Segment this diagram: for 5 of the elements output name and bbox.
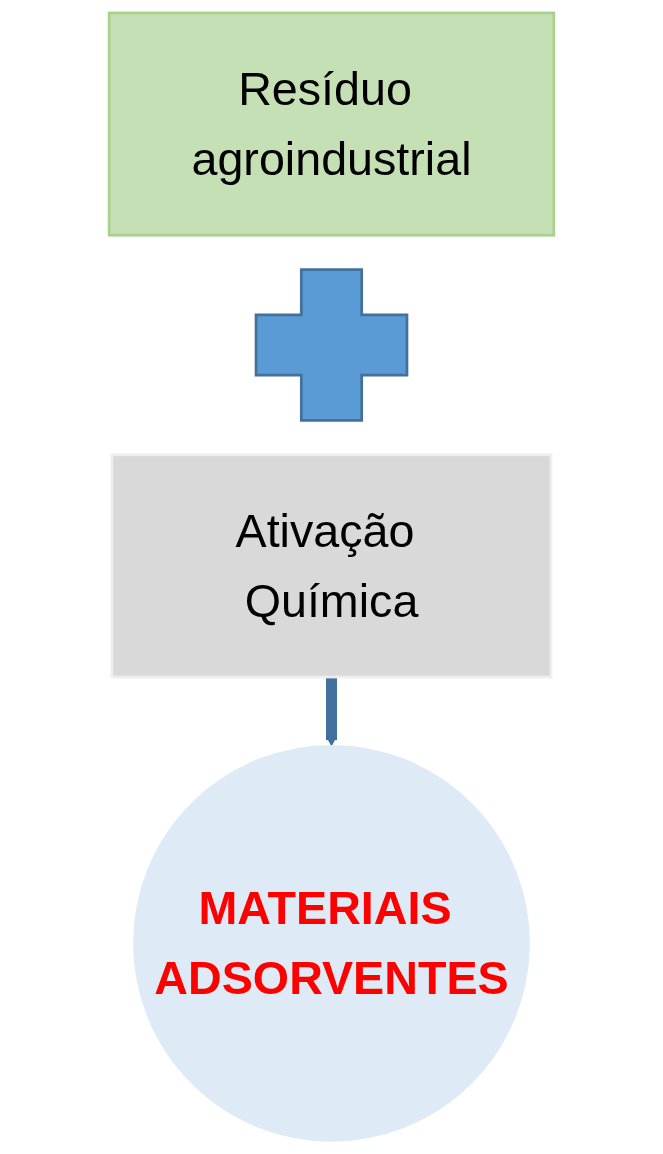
node-plus [254,268,409,422]
arrow [325,677,338,747]
node-box: Ativação Química [110,453,553,679]
node-circle: MATERIAIS ADSORVENTES [133,744,530,1142]
node-box: Resíduo agroindustrial [107,11,556,237]
